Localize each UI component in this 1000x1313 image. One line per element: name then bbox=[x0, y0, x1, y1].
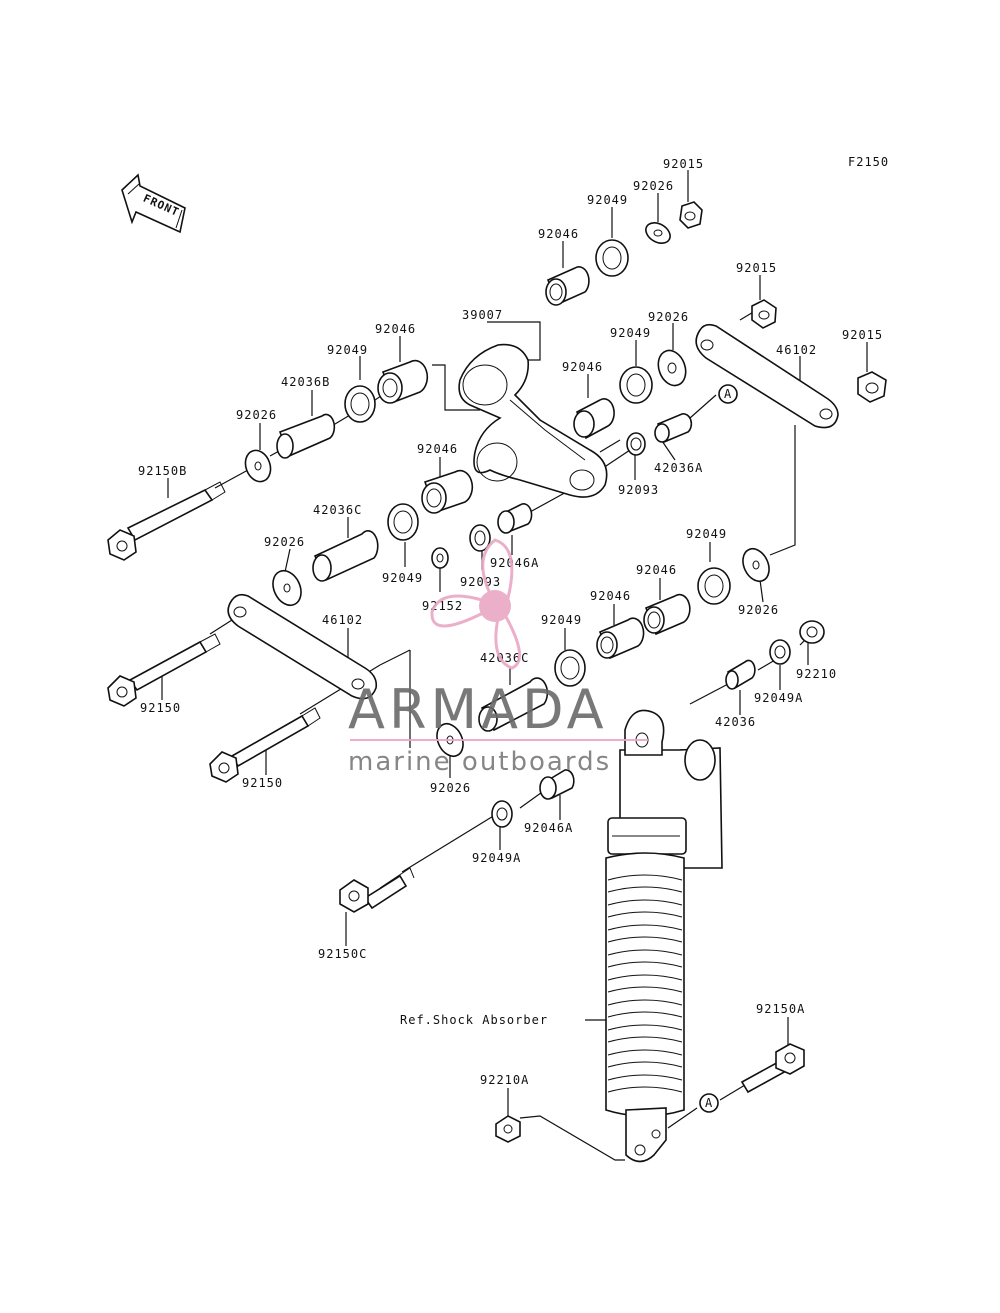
part-label: 92046 bbox=[538, 227, 579, 241]
part-label: 92026 bbox=[648, 310, 689, 324]
part-label: 92046A bbox=[490, 556, 539, 570]
part-label: 92049A bbox=[472, 851, 521, 865]
part-label: 92150C bbox=[318, 947, 367, 961]
part-label: 92026 bbox=[430, 781, 471, 795]
shock-absorber bbox=[605, 709, 723, 1163]
part-label: 42036C bbox=[480, 651, 529, 665]
armada-propeller-logo-icon bbox=[430, 538, 522, 670]
part-label: 92210A bbox=[480, 1073, 529, 1087]
part-label: 92026 bbox=[633, 179, 674, 193]
part-label: 39007 bbox=[462, 308, 503, 322]
part-label: 92049 bbox=[610, 326, 651, 340]
part-label: 92049 bbox=[686, 527, 727, 541]
part-label: 92015 bbox=[842, 328, 883, 342]
front-arrow-icon: FRONT bbox=[121, 173, 186, 234]
part-label: 92046 bbox=[417, 442, 458, 456]
part-label: 92152 bbox=[422, 599, 463, 613]
ref-shock-absorber-label: Ref.Shock Absorber bbox=[400, 1013, 548, 1027]
part-label: 92046 bbox=[590, 589, 631, 603]
part-label: 42036A bbox=[654, 461, 703, 475]
ref-marker-bottom: A bbox=[705, 1096, 713, 1110]
part-label: 92049 bbox=[541, 613, 582, 627]
part-label: 92150 bbox=[140, 701, 181, 715]
part-label: 92210 bbox=[796, 667, 837, 681]
part-label: 46102 bbox=[322, 613, 363, 627]
diagram-code: F2150 bbox=[848, 155, 889, 169]
part-label: 92046A bbox=[524, 821, 573, 835]
part-label: 42036 bbox=[715, 715, 756, 729]
part-shapes bbox=[107, 201, 887, 1163]
watermark-brand: ARMADA bbox=[348, 678, 608, 741]
part-label: 92093 bbox=[618, 483, 659, 497]
part-label: 92026 bbox=[236, 408, 277, 422]
part-label: 92046 bbox=[562, 360, 603, 374]
ref-marker-top: A bbox=[724, 387, 732, 401]
part-label: 92015 bbox=[736, 261, 777, 275]
part-label: 42036C bbox=[313, 503, 362, 517]
part-label: 42036B bbox=[281, 375, 330, 389]
part-label: 92046 bbox=[375, 322, 416, 336]
part-label: 92093 bbox=[460, 575, 501, 589]
part-label: 92150 bbox=[242, 776, 283, 790]
part-label: 92049A bbox=[754, 691, 803, 705]
part-label: 92049 bbox=[587, 193, 628, 207]
part-labels: 92015 92026 92049 92046 92015 92026 9201… bbox=[138, 157, 883, 1087]
part-label: 92049 bbox=[327, 343, 368, 357]
part-label: 92046 bbox=[636, 563, 677, 577]
part-label: 92150A bbox=[756, 1002, 805, 1016]
part-label: 92026 bbox=[264, 535, 305, 549]
watermark-tagline: marine outboards bbox=[348, 747, 611, 777]
watermark: ARMADA marine outboards bbox=[348, 538, 648, 777]
part-label: 92049 bbox=[382, 571, 423, 585]
part-label: 46102 bbox=[776, 343, 817, 357]
part-label: 92026 bbox=[738, 603, 779, 617]
part-label: 92150B bbox=[138, 464, 187, 478]
leader-lines bbox=[161, 170, 868, 1161]
part-label: 92015 bbox=[663, 157, 704, 171]
